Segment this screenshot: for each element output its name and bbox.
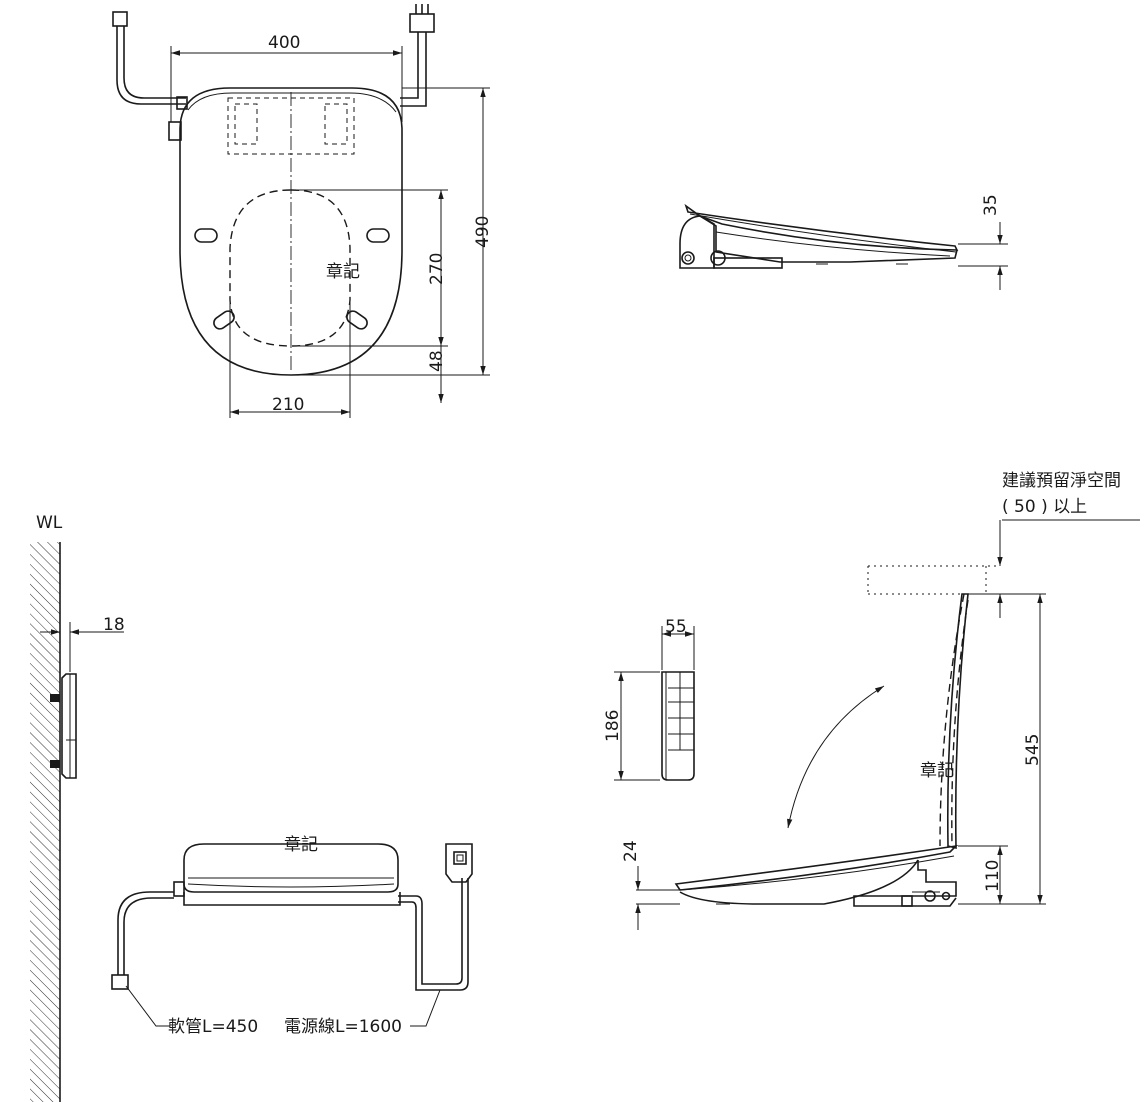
svg-text:48: 48 <box>427 350 447 372</box>
lid-raised <box>946 593 969 850</box>
dim-270: 270 <box>292 189 448 347</box>
seat-front-lid <box>183 843 399 893</box>
dim-24: 24 <box>621 840 641 930</box>
dim-110: 110 <box>983 846 1003 904</box>
dim-490: 490 <box>291 87 493 376</box>
side-view-closed: 35 <box>679 194 1008 290</box>
top-view: 章記 400 490 270 48 <box>112 4 493 418</box>
wall-view: WL 18 <box>30 513 125 1102</box>
svg-text:24: 24 <box>621 840 641 862</box>
dim-18: 18 <box>40 615 125 672</box>
dim-186: 186 <box>603 671 660 781</box>
svg-text:186: 186 <box>603 710 623 742</box>
dim-35: 35 <box>958 194 1008 290</box>
water-hose-top <box>112 11 188 141</box>
remote-body <box>661 671 695 781</box>
wall-hatch <box>30 542 60 1102</box>
lid-closed-side <box>684 203 959 251</box>
dim-210: 210 <box>229 298 351 418</box>
power-plug-top <box>400 4 435 107</box>
remote-control: 55 186 <box>603 617 695 781</box>
top-mark-text: 章記 <box>326 262 360 282</box>
svg-text:490: 490 <box>473 216 493 248</box>
dim-55: 55 <box>661 617 695 670</box>
svg-text:35: 35 <box>981 194 1001 216</box>
slot-left <box>194 228 218 243</box>
dim-48: 48 <box>427 346 447 403</box>
svg-text:55: 55 <box>665 617 687 637</box>
slot-right <box>366 228 390 243</box>
wl-label: WL <box>36 513 63 533</box>
dim-545: 545 <box>1023 594 1043 904</box>
cord-length-label: 電源線L=1600 <box>284 1017 402 1037</box>
clearance-note-line2: ( 50 ) 以上 <box>1002 497 1087 517</box>
seat-outline-top <box>179 87 403 376</box>
hose-length-label: 軟管L=450 <box>168 1017 258 1037</box>
svg-text:210: 210 <box>272 395 304 415</box>
svg-text:400: 400 <box>268 33 300 53</box>
front-view: 章記 軟管L=450 電源線L=1600 <box>111 835 473 1037</box>
clearance-note-line1: 建議預留淨空間 <box>1002 471 1121 491</box>
svg-text:18: 18 <box>103 615 125 635</box>
open-mark-text: 章記 <box>920 761 954 781</box>
svg-text:110: 110 <box>983 860 1003 892</box>
svg-text:545: 545 <box>1023 734 1043 766</box>
side-view-open: 建議預留淨空間 ( 50 ) 以上 章記 <box>621 471 1140 930</box>
dim-400: 400 <box>170 33 403 122</box>
front-mark-text: 章記 <box>284 835 318 855</box>
svg-text:270: 270 <box>427 253 447 285</box>
